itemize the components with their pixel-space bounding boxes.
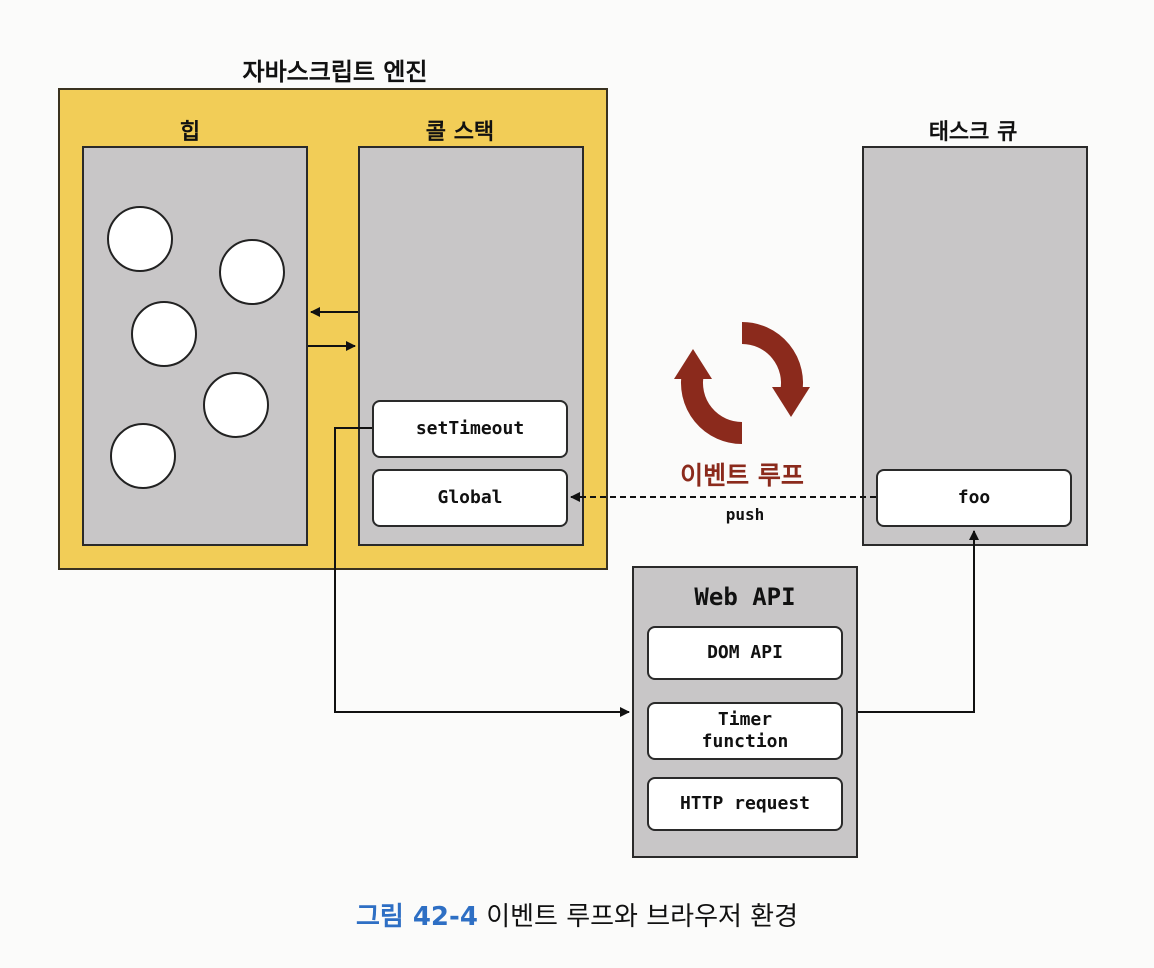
task-queue-item-foo: foo — [876, 469, 1072, 527]
web-api-item-dom-api: DOM API — [647, 626, 843, 680]
arrow-settimeout-to-timer — [334, 427, 630, 717]
event-loop-label: 이벤트 루프 — [680, 461, 804, 490]
web-api-item-timer-function: Timer function — [647, 702, 843, 760]
call-stack-title: 콜 스택 — [425, 120, 495, 145]
arrow-timer-to-foo — [858, 530, 979, 713]
heap-title: 힙 — [179, 120, 201, 145]
figure-caption: 그림 42-4 이벤트 루프와 브라우저 환경 — [0, 896, 1154, 933]
heap-object — [131, 301, 197, 367]
figure-caption-text: 이벤트 루프와 브라우저 환경 — [486, 902, 799, 932]
push-label: push — [725, 505, 765, 524]
task-queue-title: 태스크 큐 — [928, 120, 1018, 145]
engine-title: 자바스크립트 엔진 — [242, 58, 428, 86]
call-stack-frame-global: Global — [372, 469, 568, 527]
heap-object — [110, 423, 176, 489]
heap-object — [219, 239, 285, 305]
call-stack-frame-settimeout: setTimeout — [372, 400, 568, 458]
heap-object — [107, 206, 173, 272]
figure-number: 그림 42-4 — [355, 902, 478, 932]
event-loop-icon — [674, 322, 810, 444]
web-api-item-http-request: HTTP request — [647, 777, 843, 831]
web-api-title: Web API — [694, 583, 796, 611]
heap-object — [203, 372, 269, 438]
